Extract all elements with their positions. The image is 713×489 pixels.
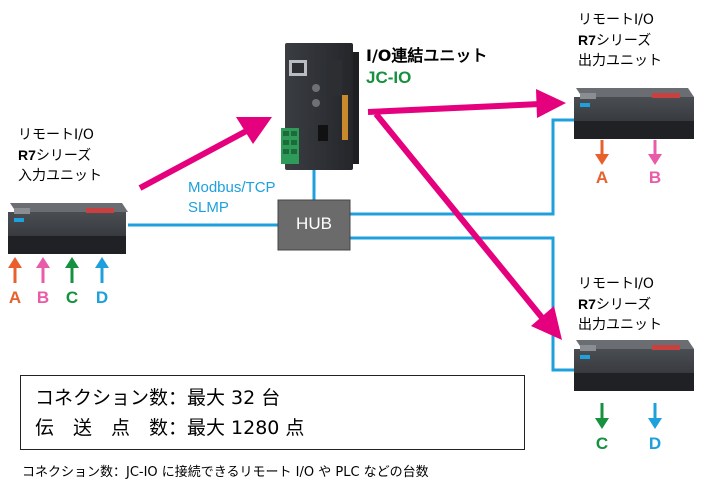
output-top-line2: R7シリーズ <box>578 30 662 51</box>
output-top-line1: リモートI/O <box>578 12 654 28</box>
input-unit-device <box>8 203 128 254</box>
input-signal-a: A <box>8 288 22 307</box>
arrow-jcio-to-output-bottom-head <box>531 306 562 340</box>
input-arrow-b <box>36 257 50 268</box>
hub-box <box>277 199 351 251</box>
output-top-signal-a: A <box>595 168 609 187</box>
input-unit-series-bold: R7 <box>18 147 36 163</box>
output-unit-top-device <box>574 88 694 139</box>
input-unit-line2: R7シリーズ <box>18 145 102 166</box>
input-arrow-d <box>95 257 109 268</box>
spec-connections: コネクション数：最大 32 台 <box>35 387 281 409</box>
hub-label: HUB <box>296 214 332 233</box>
spec-box: コネクション数：最大 32 台 伝 送 点 数：最大 1280 点 <box>20 375 525 450</box>
output-arrow-c <box>595 418 609 429</box>
output-bottom-label: リモートI/O R7シリーズ 出力ユニット <box>578 274 662 335</box>
input-arrow-a <box>8 257 22 268</box>
input-signal-c: C <box>65 288 79 307</box>
arrow-jcio-to-output-top-head <box>536 89 566 118</box>
input-signal-b: B <box>36 288 50 307</box>
input-unit-line1: リモートI/O <box>18 127 94 143</box>
output-top-signal-arrows <box>595 140 662 165</box>
output-unit-bottom-device <box>574 340 694 391</box>
output-top-signal-b: B <box>648 168 662 187</box>
output-bottom-line3: 出力ユニット <box>578 317 662 333</box>
arrow-input-to-jcio-head <box>236 117 272 144</box>
data-flow-arrows <box>138 89 566 340</box>
output-top-series-bold: R7 <box>578 32 596 48</box>
output-top-series-rest: シリーズ <box>595 33 652 49</box>
output-bottom-line2: R7シリーズ <box>578 294 662 315</box>
line-hub-to-output-bottom <box>350 236 574 372</box>
jcio-device <box>281 43 359 170</box>
input-unit-line3: 入力ユニット <box>18 168 102 184</box>
output-top-line3: 出力ユニット <box>578 53 662 69</box>
output-bottom-signal-c: C <box>595 434 609 453</box>
output-bottom-line1: リモートI/O <box>578 276 654 292</box>
line-hub-to-output-top <box>350 118 574 216</box>
output-bottom-series-bold: R7 <box>578 296 596 312</box>
footnote: コネクション数：JC-IO に接続できるリモート I/O や PLC などの台数 <box>22 465 429 480</box>
spec-points: 伝 送 点 数：最大 1280 点 <box>35 417 305 439</box>
output-bottom-signal-d: D <box>648 434 662 453</box>
output-bottom-series-rest: シリーズ <box>595 297 652 313</box>
output-top-label: リモートI/O R7シリーズ 出力ユニット <box>578 10 662 71</box>
output-arrow-b <box>648 154 662 165</box>
output-arrow-d <box>648 418 662 429</box>
input-unit-label: リモートI/O R7シリーズ 入力ユニット <box>18 125 102 186</box>
output-arrow-a <box>595 154 609 165</box>
network-lines <box>128 118 574 372</box>
input-signal-d: D <box>95 288 109 307</box>
input-arrow-c <box>65 257 79 268</box>
jcio-model: JC-IO <box>366 68 412 87</box>
jcio-title: I/O連結ユニット <box>366 46 488 65</box>
input-signal-arrows <box>8 257 109 283</box>
output-bottom-signal-arrows <box>595 403 662 429</box>
protocol-label-2: SLMP <box>188 199 229 216</box>
input-unit-series-rest: シリーズ <box>35 148 92 164</box>
protocol-label-1: Modbus/TCP <box>188 179 276 196</box>
